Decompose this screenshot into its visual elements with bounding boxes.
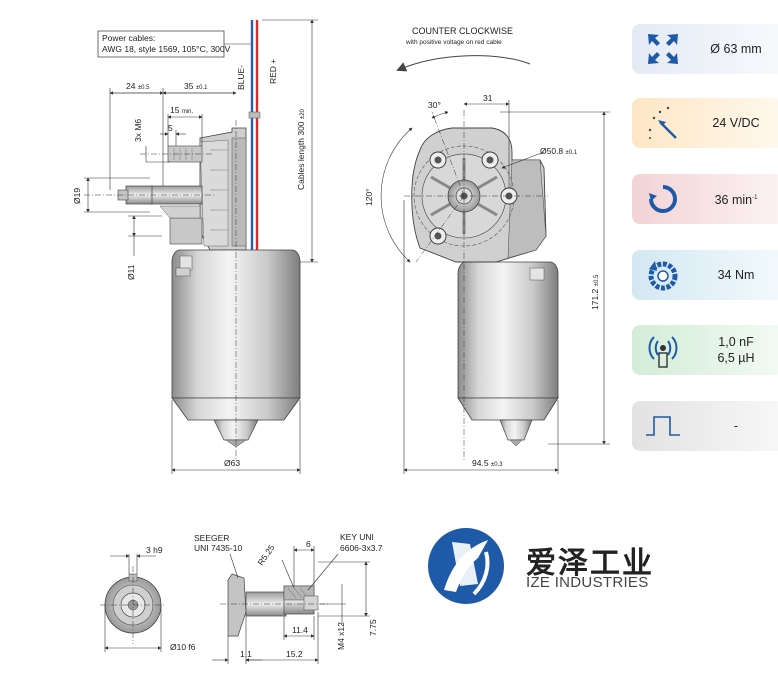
red-cable-label: RED +	[268, 59, 278, 84]
dia-11: Ø11	[126, 264, 136, 280]
square-pulse-icon	[632, 413, 694, 439]
front-view: Power cables: AWG 18, style 1569, 105°C,…	[72, 19, 318, 474]
dim-3h9: 3 h9	[146, 545, 163, 555]
thread-callout: 3x M6	[133, 119, 143, 142]
dim-11-4: 11.4	[292, 625, 308, 635]
dia-10f6: Ø10 f6	[170, 642, 196, 652]
spec-card-voltage: 24 V/DC	[632, 98, 778, 148]
dia-50-8: Ø50.8 ±0.1	[540, 146, 578, 156]
height-dim: 171.2 ±0.5	[590, 274, 600, 310]
logo-chinese-text: 爱泽工业	[526, 546, 654, 581]
key-title: KEY UNI	[340, 532, 374, 542]
counter-clockwise-arrow-icon	[396, 55, 531, 72]
side-motor-body	[457, 261, 559, 399]
angle-30: 30°	[428, 100, 441, 110]
logo-english-text: IZE INDUSTRIES	[526, 574, 649, 591]
dim-6: 6	[306, 539, 311, 549]
spec-torque-value: 34 Nm	[717, 268, 755, 282]
spec-card-signal: -	[632, 401, 778, 451]
radius-5-25: R5.25	[255, 543, 276, 568]
dim-7-75: 7.75	[368, 619, 378, 636]
spec-diameter-value: Ø 63 mm	[710, 42, 762, 56]
power-cables-spec: AWG 18, style 1569, 105°C, 300V	[102, 44, 231, 54]
spec-voltage-value: 24 V/DC	[712, 116, 760, 130]
rotation-title: COUNTER CLOCKWISE	[412, 26, 513, 36]
seeger-title: SEEGER	[194, 533, 229, 543]
spec-card-torque: 34 Nm	[632, 250, 778, 300]
ize-logo-icon	[428, 528, 504, 604]
side-view: COUNTER CLOCKWISE with positive voltage …	[364, 26, 610, 474]
seeger-spec: UNI 7435-10	[194, 543, 242, 553]
dim-31: 31	[483, 93, 493, 103]
rotation-speed-icon	[632, 182, 694, 216]
dim-35: 35 ±0.1	[184, 81, 208, 91]
emc-antenna-icon	[632, 331, 694, 369]
blue-cable-label: BLUE-	[236, 65, 246, 90]
rotation-note: with positive voltage on red cable	[405, 39, 502, 46]
voltage-spark-icon	[632, 104, 694, 142]
key-spec: 6606-3x3.7	[340, 543, 383, 553]
torque-icon	[632, 257, 694, 293]
spec-card-speed: 36 min-1	[632, 174, 778, 224]
diameter-arrows-icon	[632, 32, 694, 66]
dim-15: 15 min.	[170, 105, 194, 115]
angle-120: 120°	[364, 188, 374, 206]
shaft-detail: 3 h9 Ø10 f6 SEEGER UNI 7435-10 R5.25 6 K…	[100, 532, 383, 664]
thread-m4: M4 x12	[336, 622, 346, 650]
dia-63: Ø63	[224, 458, 240, 468]
spec-speed-value: 36 min-1	[714, 193, 758, 208]
dim-1-1: 1.1	[240, 649, 252, 659]
power-cables-title: Power cables:	[102, 33, 155, 43]
width-dim: 94.5 ±0.3	[472, 458, 503, 468]
spec-signal-value: -	[733, 419, 739, 433]
dim-5: 5	[168, 123, 173, 133]
dim-15-2: 15.2	[286, 649, 303, 659]
dim-24: 24 ±0.5	[126, 81, 150, 91]
spec-card-diameter: Ø 63 mm	[632, 24, 778, 74]
power-cables-callout	[97, 30, 225, 58]
dia-19: Ø19	[72, 188, 82, 204]
cable-length-dim: Cables length 300 ±20	[296, 108, 306, 190]
